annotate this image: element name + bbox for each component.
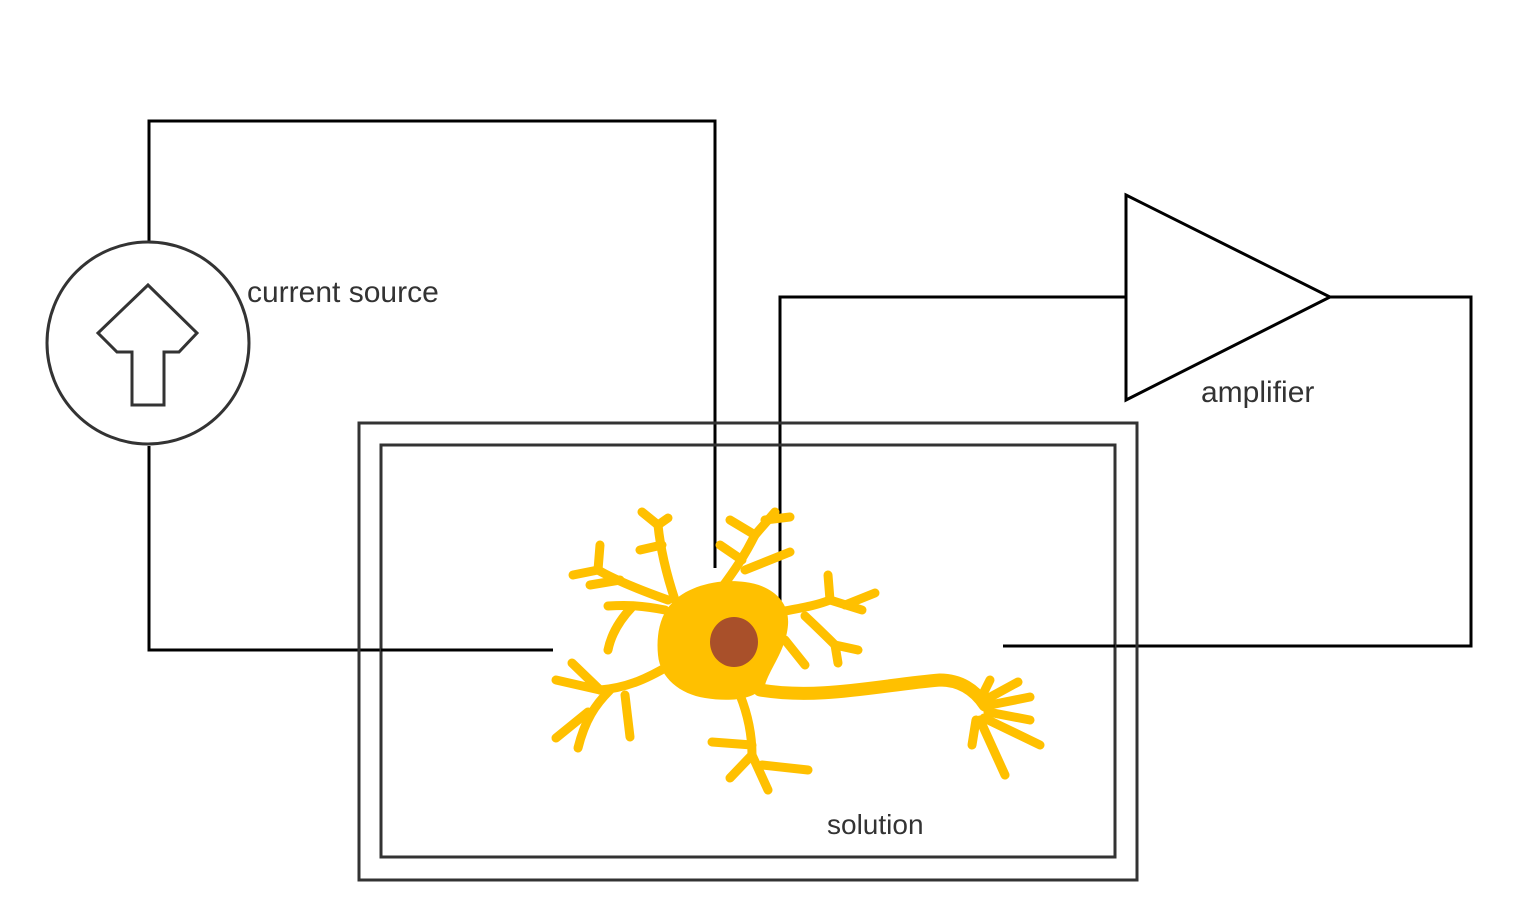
wire-amplifier-input [778, 295, 1126, 605]
current-source-icon [45, 240, 251, 446]
neuron-nucleus [710, 617, 758, 667]
amplifier-label: amplifier [1201, 376, 1314, 409]
up-arrow-icon [95, 282, 200, 407]
current-source-label: current source [247, 276, 439, 309]
bath-outer-wall [357, 421, 1139, 882]
solution-label: solution [827, 809, 924, 840]
wire-source-top [147, 119, 717, 568]
amplifier-triangle [1124, 192, 1334, 403]
amplifier-icon [1124, 192, 1334, 403]
electrode-wires [381, 644, 1115, 652]
wire-source-bottom [147, 446, 553, 652]
neuron-icon [551, 507, 1045, 795]
neuron-dendrites [551, 507, 1045, 795]
amplifier-wires [778, 295, 1473, 648]
wire-amplifier-output [1003, 295, 1473, 648]
neuron-axon [753, 673, 992, 712]
